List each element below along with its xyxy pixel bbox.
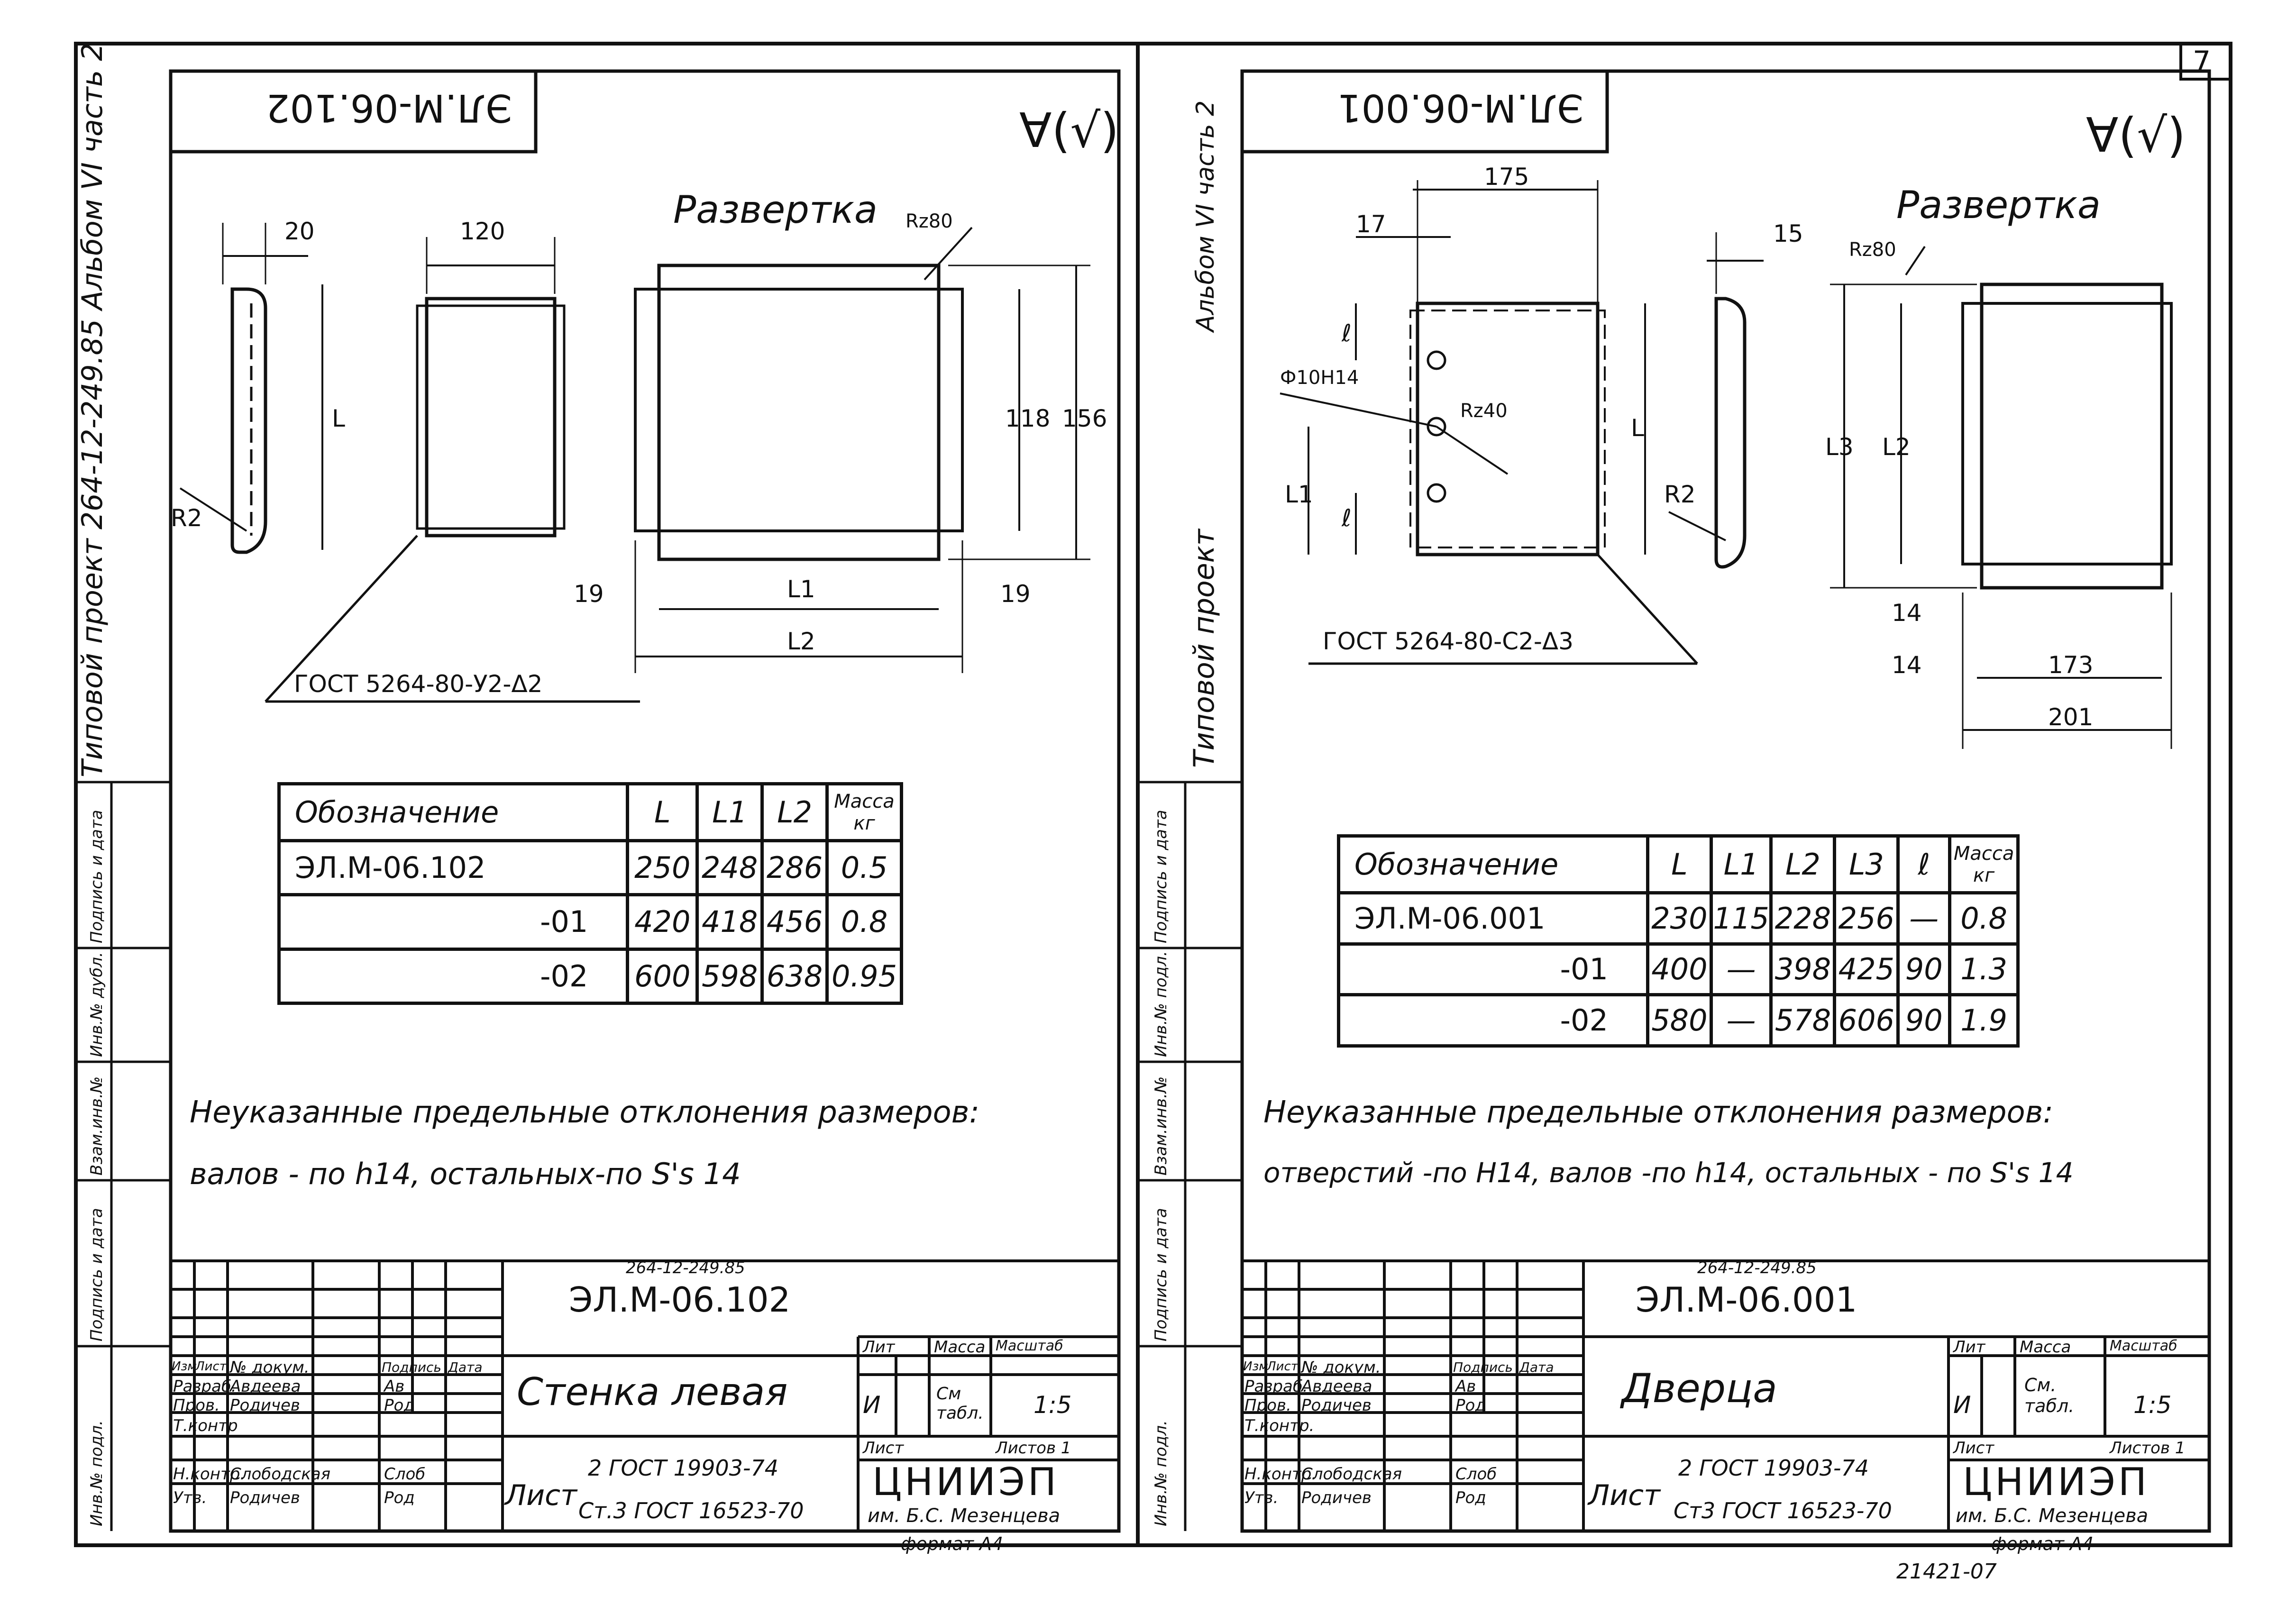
right-side-album: Альбом VI часть 2 <box>1191 100 1220 333</box>
left-note-line2: валов - по h14, остальных-по S's 14 <box>190 1157 741 1191</box>
left-side-project: Типовой проект 264-12-249.85 Альбом VI ч… <box>76 43 109 777</box>
svg-text:Инв.№ подл.: Инв.№ подл. <box>1152 1420 1171 1526</box>
svg-text:Rz80: Rz80 <box>906 210 953 232</box>
svg-text:20: 20 <box>284 218 315 245</box>
svg-text:Подпись и дата: Подпись и дата <box>87 1208 106 1341</box>
svg-text:Rz80: Rz80 <box>1849 239 1896 261</box>
left-razvertka: Развертка <box>673 188 878 232</box>
svg-text:L1: L1 <box>1285 481 1313 508</box>
right-inner-frame <box>1240 69 2211 1533</box>
left-development <box>657 264 941 561</box>
svg-text:175: 175 <box>1484 163 1529 191</box>
svg-text:L: L <box>1631 414 1644 442</box>
svg-text:Подпись и дата: Подпись и дата <box>1152 1208 1171 1341</box>
left-inner-frame <box>169 69 1121 1533</box>
svg-text:L: L <box>332 405 345 432</box>
right-title-block-lines <box>1242 1259 2209 1531</box>
svg-text:14: 14 <box>1892 651 1922 679</box>
right-note-line1: Неуказанные предельные отклонения размер… <box>1263 1095 2053 1130</box>
left-stamp: ЭЛ.М-06.102 <box>266 86 512 130</box>
left-designation: ЭЛ.М-06.102 <box>569 1280 791 1320</box>
svg-text:19: 19 <box>574 580 604 608</box>
left-gost-weld: ГОСТ 5264-80-У2-Δ2 <box>294 670 543 698</box>
svg-text:R2: R2 <box>1664 481 1696 508</box>
right-note-line2: отверстий -по Н14, валов -по h14, осталь… <box>1263 1157 2074 1189</box>
svg-text:14: 14 <box>1892 599 1922 627</box>
left-org-name: ЦНИИЭП <box>872 1460 1059 1504</box>
svg-text:L3: L3 <box>1825 433 1854 461</box>
left-channel-front <box>425 297 557 538</box>
svg-text:Инв.№ подл.: Инв.№ подл. <box>87 1420 106 1526</box>
svg-text:173: 173 <box>2048 651 2093 679</box>
svg-text:L2: L2 <box>787 628 815 655</box>
right-roughness: ∀(√) <box>2086 108 2186 163</box>
right-side-profile <box>1714 297 1747 569</box>
svg-text:17: 17 <box>1356 210 1386 238</box>
svg-text:118: 118 <box>1005 405 1050 432</box>
svg-text:120: 120 <box>460 218 505 245</box>
svg-text:R2: R2 <box>171 504 202 532</box>
right-spec-table: Обозначение L L1 L2 L3 ℓ Масса кг ЭЛ.М-0… <box>1337 834 2020 1048</box>
right-part-name: Дверца <box>1621 1365 1777 1412</box>
svg-text:Подпись и дата: Подпись и дата <box>87 810 106 943</box>
right-development <box>1980 283 2164 590</box>
outer-frame <box>74 42 2232 1547</box>
right-side-project: Типовой проект <box>1188 528 1221 768</box>
svg-text:Инв.№ подл.: Инв.№ подл. <box>1152 951 1171 1057</box>
svg-text:201: 201 <box>2048 703 2093 731</box>
right-stamp: ЭЛ.М-06.001 <box>1337 86 1583 130</box>
svg-text:ℓ: ℓ <box>1341 319 1352 347</box>
right-razvertka: Развертка <box>1896 183 2101 227</box>
left-roughness: ∀(√) <box>1019 103 1119 158</box>
svg-text:Rz40: Rz40 <box>1460 400 1508 422</box>
right-door-front <box>1416 301 1600 556</box>
left-title-block-lines <box>171 1259 1119 1531</box>
svg-text:156: 156 <box>1062 405 1107 432</box>
svg-text:ℓ: ℓ <box>1341 504 1352 532</box>
left-spec-table: Обозначение L L1 L2 Масса кг ЭЛ.М-06.102… <box>277 782 903 1005</box>
right-designation: ЭЛ.М-06.001 <box>1636 1280 1857 1320</box>
page-number: 7 <box>2193 45 2211 78</box>
svg-text:Взам.инв.№: Взам.инв.№ <box>87 1076 106 1176</box>
left-part-name: Стенка левая <box>517 1370 788 1414</box>
svg-text:15: 15 <box>1773 220 1803 247</box>
footer-code: 21421-07 <box>1896 1559 1997 1584</box>
right-org-name: ЦНИИЭП <box>1963 1460 2150 1504</box>
right-gost-weld: ГОСТ 5264-80-С2-Δ3 <box>1323 628 1573 655</box>
svg-text:Подпись и дата: Подпись и дата <box>1152 810 1171 943</box>
svg-text:19: 19 <box>1000 580 1031 608</box>
svg-text:Ф10Н14: Ф10Н14 <box>1280 367 1359 389</box>
left-side-profile <box>230 287 267 554</box>
svg-text:L1: L1 <box>787 575 815 603</box>
left-note-line1: Неуказанные предельные отклонения размер… <box>190 1095 979 1130</box>
svg-text:Инв.№ дубл.: Инв.№ дубл. <box>87 952 106 1057</box>
svg-text:L2: L2 <box>1882 433 1911 461</box>
svg-text:Взам.инв.№: Взам.инв.№ <box>1152 1076 1171 1176</box>
